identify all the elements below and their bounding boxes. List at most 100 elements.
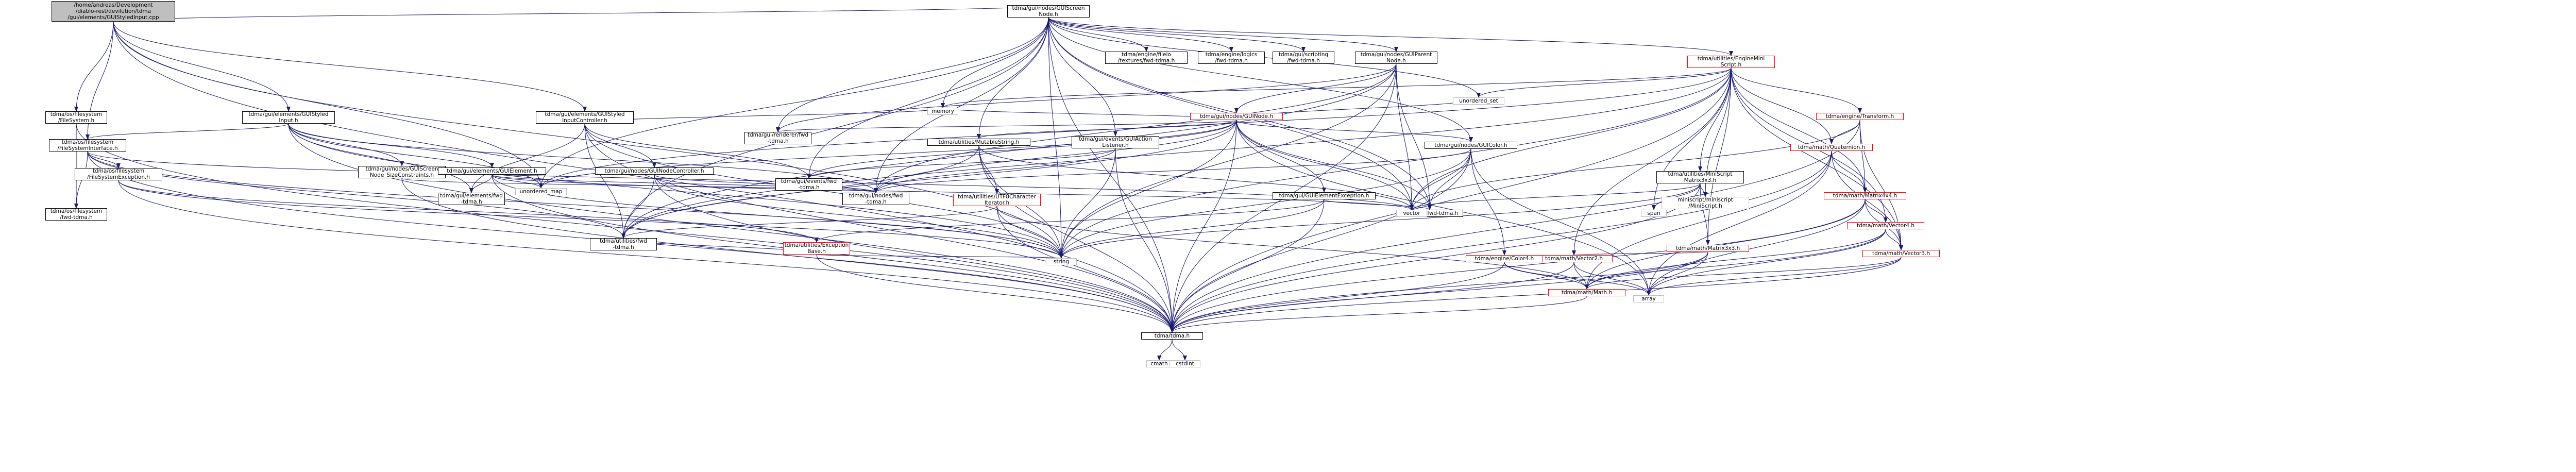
graph-node-excbase[interactable]: tdma/utilities/Exception Base.h [783,242,850,255]
graph-node-uset: unordered_set [1453,97,1504,105]
include-edge [1700,183,1710,245]
include-edge [1410,148,1471,210]
include-edge [1172,339,1187,361]
include-edge [1059,120,1237,259]
include-edge [288,123,1174,333]
include-edge [492,174,1414,210]
graph-node-transform[interactable]: tdma/engine/Transform.h [1816,113,1904,120]
include-edge [1859,120,1903,250]
include-edge [1396,63,1414,210]
graph-node-guinode[interactable]: tdma/gui/nodes/GUINode.h [1190,113,1283,120]
include-edge [1470,148,1651,296]
graph-node-renderfwd[interactable]: tdma/gui/renderer/fwd -tdma.h [744,132,811,144]
graph-node-guicolor[interactable]: tdma/gui/nodes/GUIColor.h [1425,142,1517,149]
graph-node-texfwd[interactable]: tdma/engine/fileio /textures/fwd-tdma.h [1105,52,1188,64]
include-edge [288,123,543,189]
include-edge [1410,183,1701,210]
graph-node-tdmah[interactable]: tdma/tdma.h [1141,332,1203,340]
include-edge [288,123,494,168]
include-edge [469,123,585,193]
include-edge [1236,120,1651,296]
graph-node-cmath: cmath [1146,360,1172,367]
graph-node-fsfs[interactable]: tdma/os/filesystem /FileSystem.h [45,111,107,124]
graph-node-color4[interactable]: tdma/engine/Color4.h [1466,255,1543,262]
include-edge [1059,63,1397,259]
graph-node-root: /home/andreas/Development /diablo-rest/d… [52,1,175,22]
include-edge [1585,251,1708,290]
graph-node-miniscript[interactable]: tdma/utilities/MiniScript Matrix3x3.h [1656,171,1744,183]
graph-node-v4[interactable]: tdma/math/Vector4.h [1847,222,1924,229]
graph-node-fsif[interactable]: tdma/os/filesystem /FileSystemInterface.… [49,139,126,151]
graph-node-nodesfwd[interactable]: tdma/gui/nodes/fwd -tdma.h [842,193,909,205]
include-edge [1048,17,1398,52]
include-edge [621,145,979,239]
include-edge [401,178,1174,333]
graph-node-minihdr: miniscript/miniscript /MiniScript.h [1662,197,1749,209]
include-edge [874,120,1237,193]
include-edge [816,254,1174,333]
graph-node-m3[interactable]: tdma/math/Matrix3x3.h [1667,245,1749,252]
include-edge [815,199,1325,243]
include-edge [1236,120,1326,193]
graph-node-mutstring[interactable]: tdma/utilities/MutableString.h [927,139,1030,146]
include-edge [941,17,1049,108]
graph-node-styledctrl[interactable]: tdma/gui/elements/GUIStyled InputControl… [536,111,634,124]
graph-node-string: string [1046,258,1077,265]
include-edge [539,120,1237,189]
include-edge [1059,148,1116,259]
include-edge [776,17,1049,132]
include-edge [1572,68,1732,256]
include-edge [1885,229,1903,250]
graph-node-m4[interactable]: tdma/math/Matrix4x4.h [1824,192,1906,199]
graph-node-elemfwd[interactable]: tdma/gui/elements/fwd -tdma.h [438,193,505,205]
include-edge [401,178,878,193]
include-edge [1048,17,1148,52]
include-edge [1059,199,1325,259]
graph-node-umap: unordered_map [515,188,567,195]
graph-node-mathh[interactable]: tdma/math/Math.h [1548,289,1625,296]
graph-node-scriptfwd[interactable]: tdma/gui/scripting /fwd-tdma.h [1273,52,1334,64]
include-edge [996,206,1589,290]
include-edge [654,174,1063,259]
graph-node-utf8[interactable]: tdma/utilities/UTF8Character Iterator.h [953,194,1041,206]
include-edge [978,145,1414,210]
graph-node-v3[interactable]: tdma/math/Vector3.h [1862,250,1940,257]
graph-node-actionlistener[interactable]: tdma/gui/events/GUIAction Listener.h [1072,136,1159,148]
include-edge [1573,262,1651,296]
include-edge [996,206,1063,259]
graph-node-screennode[interactable]: tdma/gui/nodes/GUIScreen Node.h [1007,5,1090,18]
include-edge [1585,199,1866,290]
graph-node-nodectrl[interactable]: tdma/gui/nodes/GUINodeController.h [595,167,714,175]
graph-node-eventsfwd[interactable]: tdma/gui/events/fwd -tdma.h [775,178,842,191]
graph-node-fsfwd[interactable]: tdma/os/filesystem /fwd-tdma.h [45,208,107,221]
include-edge [1236,120,1432,210]
graph-node-screensize[interactable]: tdma/gui/nodes/GUIScreen Node_SizeConstr… [358,166,446,178]
graph-node-styledinput[interactable]: tdma/gui/elements/GUIStyled Input.h [242,111,335,124]
include-edge [1170,68,1732,333]
graph-node-array: array [1633,295,1664,302]
include-edge [1324,199,1432,210]
include-edge [1170,262,1505,333]
include-edge [977,17,1049,139]
include-edge [1731,68,1834,144]
include-edge [1170,262,1574,333]
include-edge [492,174,878,193]
graph-node-elemexc[interactable]: tdma/gui/GUIElementException.h [1273,192,1376,199]
graph-node-quat[interactable]: tdma/math/Quaternion.h [1790,144,1873,151]
include-edge [1170,199,1866,333]
graph-node-logicsfwd[interactable]: tdma/engine/logics /fwd-tdma.h [1198,52,1265,64]
include-edge [807,120,1237,179]
graph-node-utilsfwd[interactable]: tdma/utilities/fwd -tdma.h [590,238,657,250]
include-edge [1585,257,1902,290]
include-edge [621,63,1397,239]
include-edge [1731,68,1903,250]
graph-node-guielem[interactable]: tdma/gui/elements/GUIElement.h [438,167,546,175]
graph-node-fsexc[interactable]: tdma/os/filesystem /FileSystemException.… [75,168,162,180]
graph-node-enginemini[interactable]: tdma/utilities/EngineMini Script.h [1687,56,1775,68]
include-edge [584,107,945,124]
include-edge [776,63,1397,132]
graph-node-parentnode[interactable]: tdma/gui/nodes/GUIParent Node.h [1355,52,1437,64]
include-edge [654,174,878,193]
include-edge [1170,148,1471,333]
graph-node-v2[interactable]: tdma/math/Vector2.h [1535,255,1613,262]
